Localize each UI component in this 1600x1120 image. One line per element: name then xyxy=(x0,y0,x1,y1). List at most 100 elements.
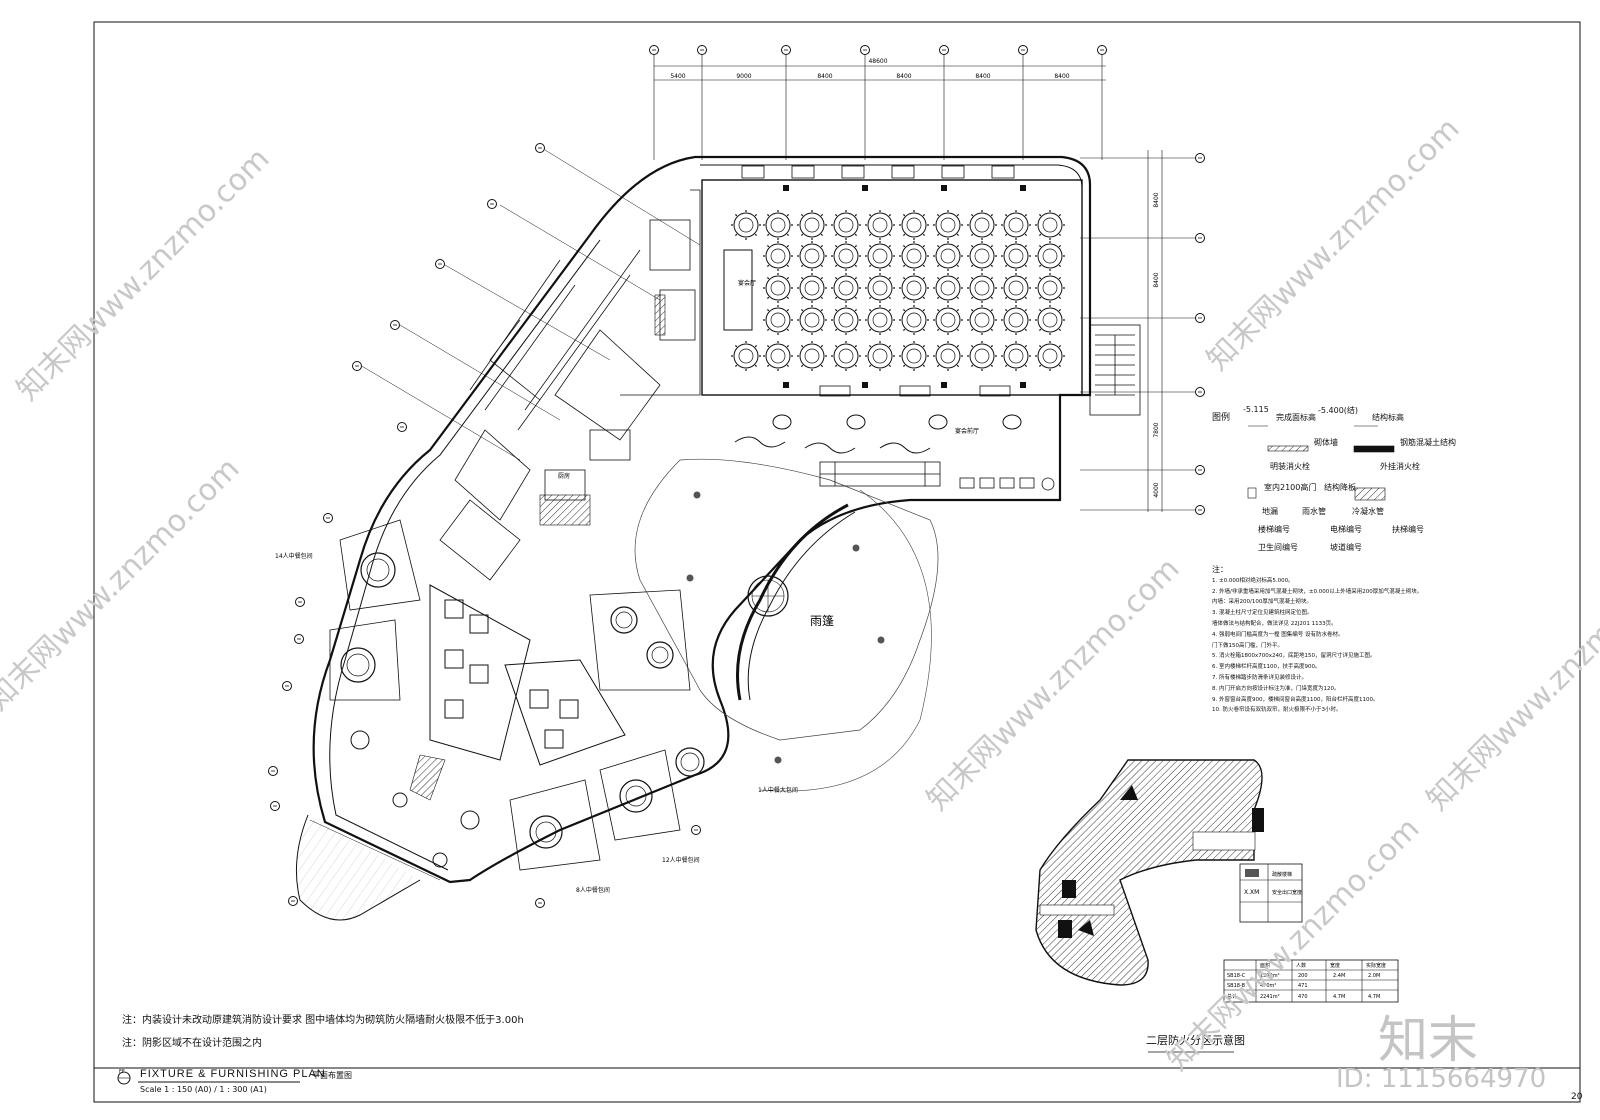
fz-r1c2: 471 xyxy=(1298,983,1308,989)
fz-h0: 面积 xyxy=(1260,962,1270,969)
legend-title: 图例 xyxy=(1212,413,1231,423)
fz-r0c2: 200 xyxy=(1298,973,1308,979)
spec-note: 6. 室内楼梯栏杆高度1100，扶手高度900。 xyxy=(1212,664,1321,671)
spec-note: 10. 防火卷帘设有双轨双帘，耐火极限不小于3小时。 xyxy=(1212,707,1342,714)
fz-r1c0: SB18-B xyxy=(1227,983,1246,989)
legend-r6-b: 坡道编号 xyxy=(1330,543,1362,552)
main-note-2: 注：阴影区域不在设计范围之内 xyxy=(122,1038,262,1049)
dim-top-1: 5400 xyxy=(670,73,685,80)
legend-r4-c: 冷凝水管 xyxy=(1352,507,1384,516)
legend-r2-a: 明装消火栓 xyxy=(1270,462,1310,471)
legend-r4-a: 地漏 xyxy=(1262,507,1278,516)
dim-right-1: 8400 xyxy=(1153,192,1160,207)
legend-r6-a: 卫生间编号 xyxy=(1258,543,1298,552)
top-dimension-chain xyxy=(653,52,1106,160)
dim-right-2: 8400 xyxy=(1153,272,1160,287)
fz-r2c3: 4.7M xyxy=(1333,994,1345,1000)
fz-r2c0: 总计 xyxy=(1227,993,1237,1000)
spec-note: 内墙：采用200/100厚加气混凝土砌块。 xyxy=(1212,599,1312,606)
spec-note: 5. 消火栓箱1800x700x240，底距地150，留洞尺寸详见施工图。 xyxy=(1212,653,1376,660)
dim-top-4: 8400 xyxy=(896,73,911,80)
fz-r2c2: 470 xyxy=(1298,994,1308,1000)
fire-zone-diagram: 面积 人数 宽度 实际宽度 SB18-C 1399m² 200 2.4M 2.0… xyxy=(1035,759,1399,1053)
label-banquet-foyer: 宴会前厅 xyxy=(955,427,979,435)
dim-top-3: 8400 xyxy=(817,73,832,80)
dim-top-2: 9000 xyxy=(736,73,751,80)
spec-note: 9. 外窗窗台高度900，楼梯间窗台高度1100，阳台栏杆高度1100。 xyxy=(1212,696,1379,703)
fz-r0c1: 1399m² xyxy=(1260,973,1280,979)
legend-r0-sym-a: -5.115 xyxy=(1243,405,1269,414)
banquet-hall xyxy=(701,165,1083,397)
fz-r0c0: SB18-C xyxy=(1227,973,1246,979)
fz-h1: 人数 xyxy=(1296,962,1306,969)
escalator xyxy=(819,461,941,487)
fz-r1c1: 470m² xyxy=(1260,983,1276,989)
spec-note: 7. 所有楼梯踏步防滑条详见装修设计。 xyxy=(1212,674,1307,681)
legend-r0-b: 结构标高 xyxy=(1372,413,1404,422)
axis-bubbles-top xyxy=(649,45,1107,55)
label-private-14: 14人中餐包间 xyxy=(275,552,313,560)
spec-notes: 注： 1. ±0.000相对绝对标高5.000。 2. 外墙/非承重墙采用加气混… xyxy=(1212,565,1442,716)
restroom-block xyxy=(429,584,626,766)
axis-bubbles-right xyxy=(1195,153,1205,515)
legend-r3-b: 结构降板 xyxy=(1324,483,1356,492)
fz-r2c1: 2241m² xyxy=(1260,994,1280,1000)
sheet-marker: FF xyxy=(119,1069,125,1075)
label-banquet-hall: 宴会厅 xyxy=(738,279,756,287)
legend-r0-sym-b: -5.400(结) xyxy=(1318,406,1359,415)
spec-note: 门下做150高门槛，门外平。 xyxy=(1212,642,1283,649)
legend-r3-a: 室内2100高门 xyxy=(1264,483,1317,492)
dim-top-5: 8400 xyxy=(975,73,990,80)
label-kitchen: 厨房 xyxy=(558,472,570,480)
label-private-12: 12人中餐包间 xyxy=(662,856,700,864)
dim-right-4: 4000 xyxy=(1153,482,1160,497)
foyer-furniture xyxy=(734,414,1022,454)
fz-h3: 实际宽度 xyxy=(1366,962,1386,969)
legend-r1-b: 钢筋混凝土结构 xyxy=(1400,438,1456,447)
fz-r0c3: 2.4M xyxy=(1333,973,1345,979)
kitchen-wing xyxy=(439,189,701,581)
spec-note: 2. 外墙/非承重墙采用加气混凝土砌块，±0.000以上外墙采用200厚加气混凝… xyxy=(1212,588,1423,595)
label-canopy: 雨篷 xyxy=(810,613,834,628)
spec-note: 8. 内门开启方向按设计标注为准，门垛宽度为120。 xyxy=(1212,685,1340,692)
legend-r2-b: 外挂消火栓 xyxy=(1380,462,1420,471)
legend-r5-b: 电梯编号 xyxy=(1330,525,1362,534)
watermark-id: ID: 1115664970 xyxy=(1336,1064,1547,1094)
spec-note: 4. 强弱电间门槛高度为一樘 图集编号 设有防水卷材。 xyxy=(1212,631,1344,638)
fz-r0c4: 2.0M xyxy=(1368,973,1380,979)
spec-note: 注： xyxy=(1212,565,1228,574)
legend-r1-a: 砌体墙 xyxy=(1314,438,1338,447)
spec-note: 墙体做法与结构配合，做法详见 22J201 1133页。 xyxy=(1212,620,1337,627)
sheet-title-cn: 平面布置图 xyxy=(312,1071,352,1080)
east-stair xyxy=(1089,324,1141,416)
dim-right-3: 7800 xyxy=(1153,422,1160,437)
legend-grid xyxy=(1247,425,1395,501)
legend-r5-c: 扶梯编号 xyxy=(1392,525,1424,534)
private-dining-rooms xyxy=(329,519,705,871)
dim-total: 48600 xyxy=(868,58,887,65)
fz-legend-1: X.XM xyxy=(1244,889,1259,896)
main-note-1: 注：内装设计未改动原建筑消防设计要求 图中墙体均为砌筑防火隔墙耐火极限不低于3.… xyxy=(122,1015,524,1026)
label-private-8: 8人中餐包间 xyxy=(576,886,610,894)
sheet-scale: Scale 1 : 150 (A0) / 1 : 300 (A1) xyxy=(140,1085,267,1094)
spec-note: 1. ±0.000相对绝对标高5.000。 xyxy=(1212,577,1294,584)
core-walls-hatched xyxy=(409,294,666,801)
fz-legend-0: 疏散楼梯 xyxy=(1272,871,1292,878)
label-vip-room: 1人中餐大包间 xyxy=(758,786,798,794)
fz-legend-2: 安全出口宽度 xyxy=(1272,889,1302,896)
spec-note: 3. 混凝土柱尺寸定位见建筑柱网定位图。 xyxy=(1212,610,1313,617)
watermark-logo: 知末 xyxy=(1378,1011,1478,1069)
entrance-rotunda xyxy=(747,575,789,617)
legend-r4-b: 雨水管 xyxy=(1302,507,1326,516)
facade-curve xyxy=(295,814,421,921)
sheet-title-en: FIXTURE & FURNISHING PLAN xyxy=(140,1068,326,1080)
dim-top-6: 8400 xyxy=(1054,73,1069,80)
sheet-number: 20 xyxy=(1571,1092,1583,1102)
fz-r2c4: 4.7M xyxy=(1368,994,1380,1000)
legend-r0-a: 完成面标高 xyxy=(1276,413,1316,422)
legend-r5-a: 楼梯编号 xyxy=(1258,525,1290,534)
fz-h2: 宽度 xyxy=(1330,962,1340,969)
fire-zone-caption: 二层防火分区示意图 xyxy=(1146,1034,1245,1047)
canopy-outline xyxy=(634,458,939,741)
